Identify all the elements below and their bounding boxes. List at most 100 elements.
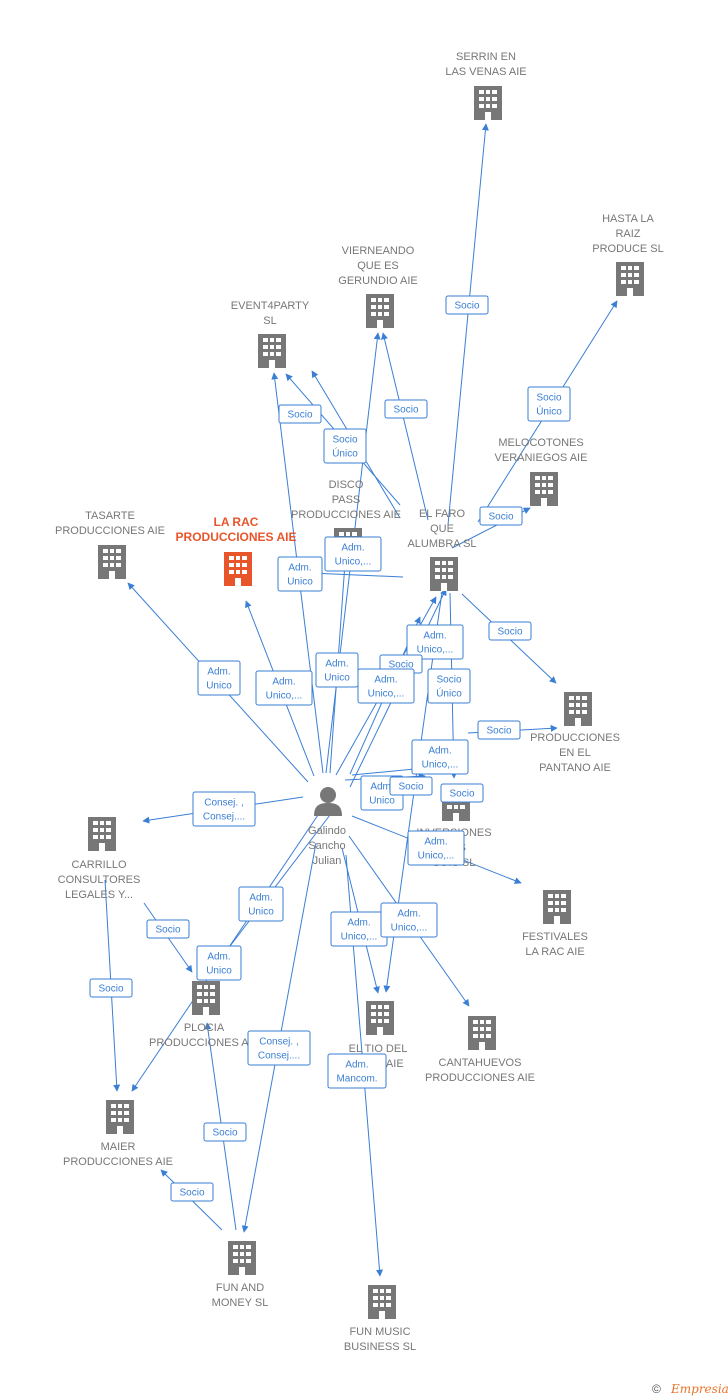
edge-label[interactable]: Socio: [389, 776, 433, 796]
edge-label[interactable]: Adm.Unico: [197, 660, 241, 696]
edge-label[interactable]: Adm.Unico: [196, 945, 242, 981]
edge-label[interactable]: Adm.Unico: [315, 652, 359, 688]
edge-label-box: [238, 886, 284, 922]
edge-label-text: Adm.: [347, 918, 370, 929]
edge-label-text: Adm.: [424, 837, 447, 848]
edge-label[interactable]: Adm.Unico,...: [255, 670, 313, 706]
edge-label-text: Unico: [287, 577, 313, 588]
node-label: FUN AND: [216, 1282, 264, 1294]
edge-label-box: [255, 670, 313, 706]
building-icon: [88, 817, 116, 851]
node-label: PASS: [332, 494, 361, 506]
edge-label[interactable]: Socio: [477, 720, 521, 740]
node-label: VERANIEGOS AIE: [495, 452, 588, 464]
edge-label-text: Unico,...: [417, 645, 454, 656]
node-melocotones[interactable]: MELOCOTONES VERANIEGOS AIE: [495, 437, 588, 506]
node-label: TASARTE: [85, 510, 135, 522]
node-label: SL: [263, 315, 276, 327]
edge-label[interactable]: Consej. ,Consej....: [247, 1030, 311, 1066]
edge-label[interactable]: Adm.Unico,...: [380, 902, 438, 938]
building-icon: [366, 1001, 394, 1035]
edge-label-box: [197, 660, 241, 696]
edge-label[interactable]: Socio: [89, 978, 133, 998]
edge-label[interactable]: Adm.Unico,...: [411, 739, 469, 775]
node-label: ALUMBRA SL: [407, 538, 476, 550]
building-icon: [564, 692, 592, 726]
node-label: QUE: [430, 523, 454, 535]
edge-label-text: Adm.: [207, 952, 230, 963]
building-icon: [228, 1241, 256, 1275]
edge-label[interactable]: Socio: [170, 1182, 214, 1202]
edge-label-box: [324, 536, 382, 572]
node-label: PRODUCCIONES AIE: [149, 1037, 259, 1049]
edge-label-text: Consej....: [203, 812, 245, 823]
edge-label-text: Socio: [488, 512, 513, 523]
edge-label[interactable]: Socio: [440, 783, 484, 803]
edge-label-text: Adm.: [341, 543, 364, 554]
edge-label[interactable]: Socio: [203, 1122, 247, 1142]
edge-label-text: Único: [436, 687, 462, 700]
edge-label[interactable]: Consej. ,Consej....: [192, 791, 256, 827]
edge-label-box: [192, 791, 256, 827]
edge-label-box: [380, 902, 438, 938]
edge-label[interactable]: Socio: [146, 919, 190, 939]
edge-label[interactable]: Adm. Unico,...: [406, 624, 464, 660]
node-label: MELOCOTONES: [498, 437, 583, 449]
node-label: PRODUCCIONES AIE: [176, 530, 297, 544]
edge-label-text: Único: [332, 447, 358, 460]
edge-label-text: Unico,...: [335, 557, 372, 568]
building-icon: [368, 1285, 396, 1319]
node-event4party[interactable]: EVENT4PARTY SL: [231, 300, 310, 368]
edge-label[interactable]: Adm.Unico,...: [330, 911, 388, 947]
node-label: RAIZ: [615, 228, 640, 240]
edge-label[interactable]: Adm.Unico,...: [407, 830, 465, 866]
edge-label-box: [384, 399, 428, 419]
node-label: EVENT4PARTY: [231, 300, 310, 312]
edge-label[interactable]: Socio: [479, 506, 523, 526]
footer-brand[interactable]: © Empresia: [652, 1382, 728, 1396]
edge-label[interactable]: Socio: [278, 404, 322, 424]
edge-label[interactable]: Adm.Unico,...: [357, 668, 415, 704]
edge-label[interactable]: Adm.Mancom.: [327, 1053, 387, 1089]
edge-label[interactable]: Adm. Unico,...: [324, 536, 382, 572]
edge-label-text: Unico: [369, 796, 395, 807]
building-icon: [474, 86, 502, 120]
edge-label-box: [357, 668, 415, 704]
edge-label-text: Adm.: [423, 631, 446, 642]
edge-label-text: Unico,...: [266, 691, 303, 702]
edge-label-text: Adm.: [428, 746, 451, 757]
edge-label[interactable]: Socio: [488, 621, 532, 641]
node-label: HASTA LA: [602, 213, 654, 225]
node-label: FESTIVALES: [522, 931, 588, 943]
building-icon: [530, 472, 558, 506]
edge-label-text: Socio: [398, 782, 423, 793]
edge-label[interactable]: Adm.Unico: [277, 556, 323, 592]
edge-label-box: [527, 386, 571, 422]
edge-label[interactable]: Adm.Unico: [238, 886, 284, 922]
edge-label[interactable]: Socio: [445, 295, 489, 315]
building-icon: [430, 557, 458, 591]
edge-label-text: Socio: [179, 1188, 204, 1199]
edge-label[interactable]: Socio: [384, 399, 428, 419]
node-label: LEGALES Y...: [65, 889, 133, 901]
edge-label-box: [277, 556, 323, 592]
